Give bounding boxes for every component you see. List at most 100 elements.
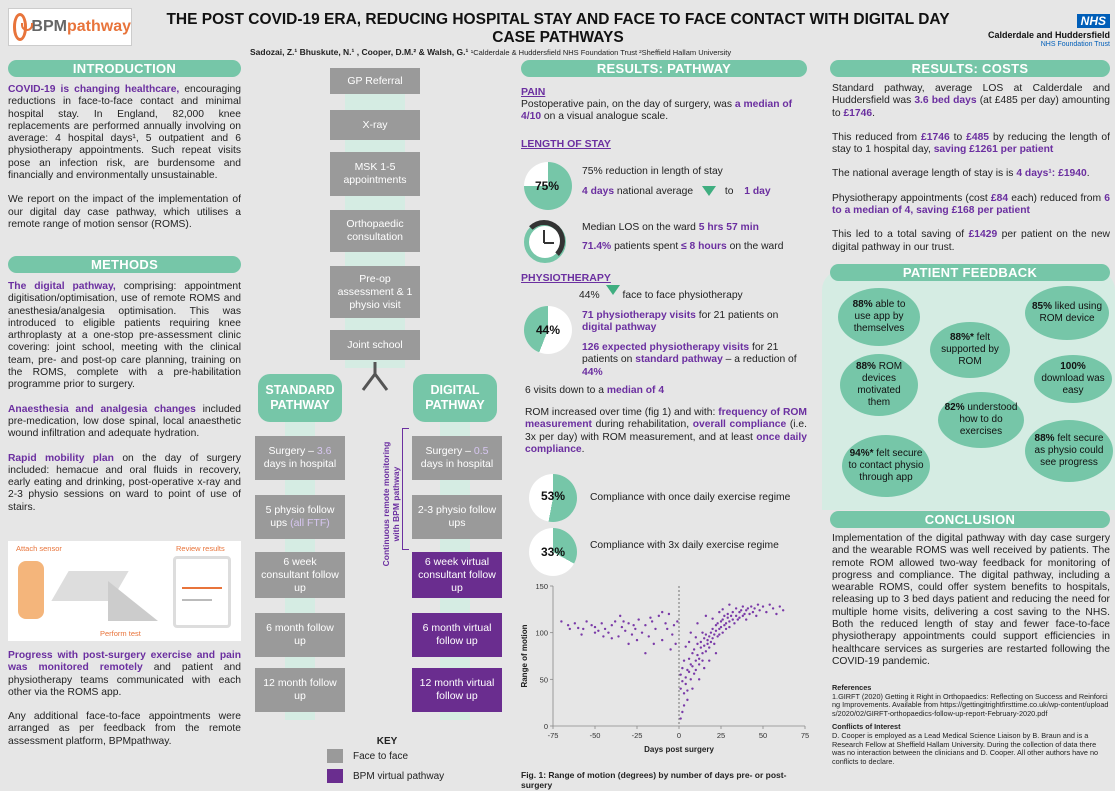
standard-step-text: 6 month follow up: [259, 622, 341, 648]
data-point: [679, 673, 682, 676]
data-point: [724, 627, 728, 631]
data-point: [708, 646, 711, 649]
physio-p3-mid: for 21 patients on: [582, 342, 779, 366]
feedback-bubble-4: 88% ROM devices motivated them: [840, 354, 918, 416]
digital-step-post: days in hospital: [420, 458, 494, 470]
review-label: Review results: [176, 544, 225, 553]
fb1-text: able to use app by themselves: [853, 299, 906, 334]
x-tick-label: -50: [590, 731, 601, 740]
data-point: [619, 614, 622, 618]
c2-mid: to: [949, 131, 967, 143]
digital-pathway-label: DIGITAL PATHWAY: [425, 383, 485, 412]
data-point: [758, 609, 761, 612]
digital-step-highlight: 0.5: [473, 445, 489, 457]
data-point: [733, 622, 736, 625]
tablet-icon: [173, 556, 231, 628]
feedback-bubble-5: 100% download was easy: [1034, 355, 1112, 403]
data-point: [682, 659, 686, 662]
fb2-pct: 85%: [1031, 301, 1052, 312]
data-point: [627, 622, 630, 625]
results-costs-heading: RESULTS: COSTS: [830, 60, 1110, 77]
data-point: [607, 631, 610, 634]
physio-p2: 71 physiotherapy visits for 21 patients …: [582, 310, 807, 335]
data-point: [692, 672, 696, 675]
data-point: [745, 609, 748, 612]
nhs-badge: NHS: [1076, 14, 1110, 28]
los-pie-label: 75%: [535, 179, 560, 193]
data-point: [603, 627, 607, 631]
results-pathway-heading: RESULTS: PATHWAY: [521, 60, 807, 77]
data-point: [624, 629, 627, 632]
standard-step-2: 5 physio follow ups (all FTF): [255, 495, 345, 539]
data-point: [617, 635, 620, 638]
data-point: [666, 627, 669, 631]
physio-median-4: median of 4: [606, 385, 665, 396]
data-point: [568, 627, 571, 631]
fb5-pct: 100%: [1060, 361, 1086, 372]
monitor-bracket: [402, 428, 409, 550]
flow-common-step-6: Joint school: [330, 330, 420, 360]
data-point: [738, 610, 741, 614]
physio-pie: [524, 306, 572, 354]
x-tick-label: 0: [677, 731, 681, 740]
compliance-once-label: 53%: [541, 489, 566, 503]
standard-step-5: 12 month follow up: [255, 668, 345, 712]
data-point: [560, 620, 563, 623]
data-point: [728, 603, 731, 606]
data-point: [669, 648, 672, 651]
data-point: [704, 633, 708, 636]
data-point: [751, 610, 755, 614]
key-face-to-face: Face to face: [327, 749, 457, 763]
physio-pct: 44%: [579, 290, 600, 301]
data-point: [676, 620, 679, 623]
data-point: [726, 612, 729, 616]
data-point: [597, 629, 600, 632]
data-point: [582, 627, 585, 631]
los-median-value: 5 hrs 57 min: [698, 222, 759, 233]
data-point: [750, 605, 753, 608]
data-point: [627, 642, 630, 646]
data-point: [566, 624, 570, 627]
data-point: [602, 635, 605, 638]
nhs-logo: NHS Calderdale and Huddersfield NHS Foun…: [975, 12, 1110, 48]
key-virtual-label: BPM virtual pathway: [353, 770, 445, 782]
down-arrow-icon: [701, 186, 716, 197]
data-point: [682, 704, 686, 707]
c2-to: £485: [966, 131, 990, 143]
data-point: [711, 627, 714, 631]
data-point: [713, 642, 716, 646]
data-point: [701, 652, 704, 655]
data-point: [694, 636, 697, 639]
los-pct-hours: ≤ 8 hours: [681, 241, 727, 252]
fb8-pct: 88%: [1034, 433, 1055, 444]
data-point: [741, 605, 745, 608]
data-point: [689, 631, 692, 634]
c1-bed-days: 3.6 bed days: [914, 95, 977, 107]
costs-p2: This reduced from £1746 to £485 by reduc…: [832, 132, 1110, 157]
physio-digital-pathway: digital pathway: [582, 322, 657, 334]
fb2-text: liked using ROM device: [1039, 301, 1103, 324]
roms-illustration: Attach sensor Review results Perform tes…: [8, 541, 241, 641]
conclusion-text: Implementation of the digital pathway wi…: [832, 533, 1110, 667]
digital-step-pre: 12 month virtual follow up: [419, 677, 495, 702]
key-virtual-swatch: [327, 769, 343, 783]
intro-text: COVID-19 is changing healthcare, encoura…: [8, 84, 241, 231]
monitor-label: Continuous remote monitoring with BPM pa…: [381, 439, 409, 569]
data-point: [741, 614, 745, 618]
methods-p3-lead: Rapid mobility plan: [8, 452, 114, 464]
standard-step-3: 6 week consultant follow up: [255, 552, 345, 598]
compliance-3x-label: 33%: [541, 545, 566, 559]
data-point: [580, 633, 583, 636]
data-point: [687, 640, 691, 644]
sensor-device-icon: [18, 561, 44, 619]
data-point: [691, 687, 694, 690]
standard-pathway-heading: STANDARD PATHWAY: [258, 374, 342, 422]
data-point: [721, 618, 724, 621]
key-title: KEY: [376, 736, 398, 747]
y-axis-label: Range of motion: [520, 624, 529, 687]
rom-pre: ROM increased over time (fig 1) and with…: [525, 407, 719, 418]
patient-feedback-heading: PATIENT FEEDBACK: [830, 264, 1110, 281]
data-point: [778, 605, 781, 608]
data-point: [724, 622, 728, 625]
data-point: [704, 614, 708, 618]
